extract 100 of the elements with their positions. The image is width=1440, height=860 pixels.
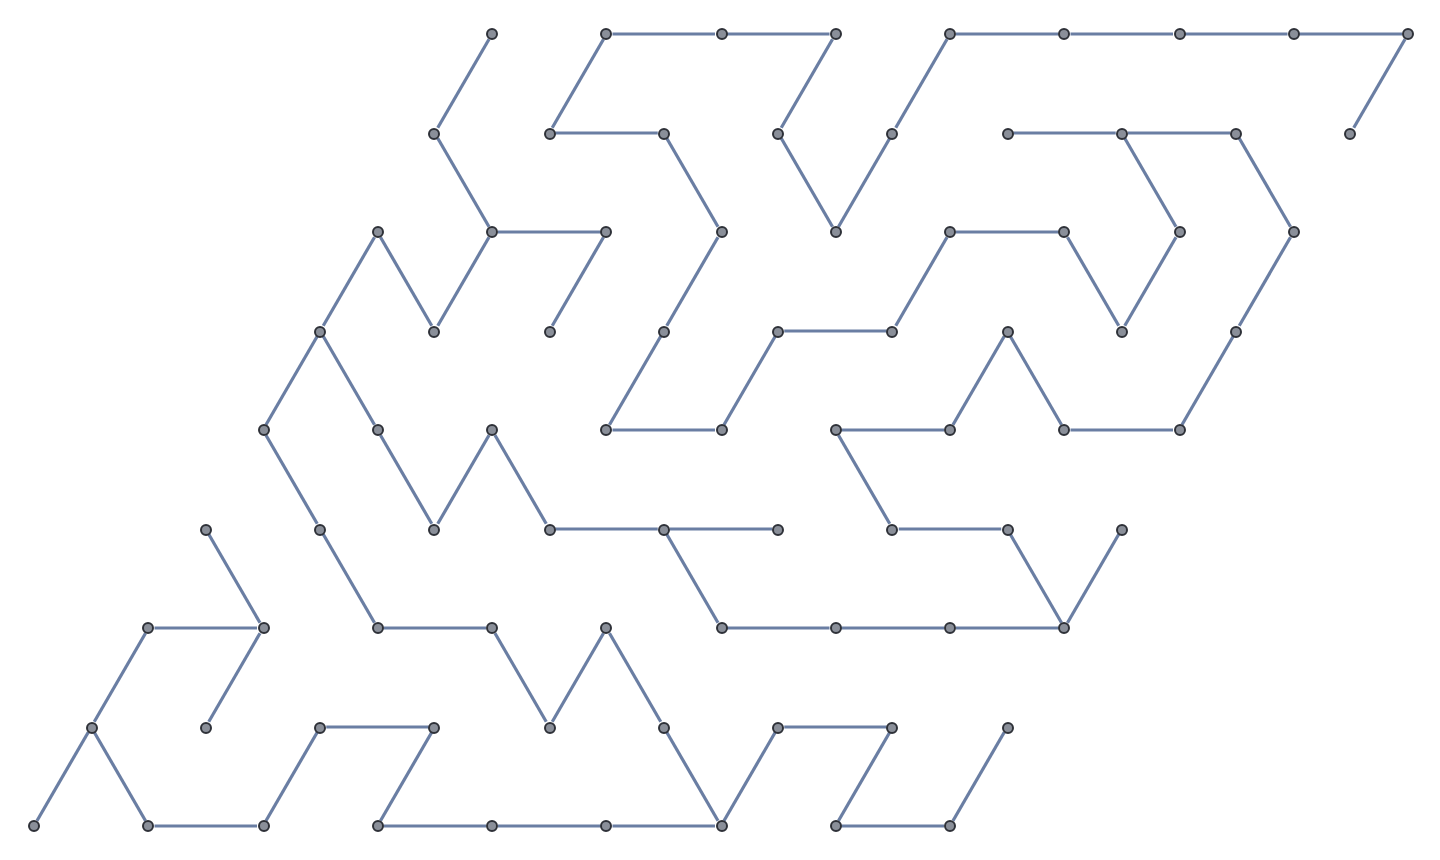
connector-line [665,236,720,327]
vertex-dot [829,226,842,238]
connector-line [1066,533,1121,624]
vertex-dot [600,820,613,832]
vertex-dot [600,424,613,436]
vertex-dot [199,721,212,733]
connector-line [493,434,548,525]
connector-line [612,428,715,432]
vertex-dot [486,226,498,238]
vertex-dot [1115,325,1128,337]
connector-line [784,725,887,729]
connector-line [493,632,548,723]
vertex-dot [428,523,441,535]
connector-line [379,434,434,525]
connector-line [841,428,944,432]
vertex-dot [257,424,269,436]
connector-line [956,230,1059,234]
vertex-dot [314,721,327,733]
vertex-dot [1001,523,1014,535]
vertex-dot [142,820,155,832]
connector-line [436,137,491,228]
vertex-dot [1058,622,1071,634]
connector-line [1123,137,1178,228]
connector-line [555,131,658,135]
vertex-dot [657,127,670,139]
vertex-dot [486,28,498,40]
vertex-dot [829,820,842,832]
vertex-dot [715,820,727,832]
vertex-dot [944,622,956,634]
connector-line [1013,131,1116,135]
vertex-dot [886,127,899,139]
connector-line [264,731,319,822]
connector-line [608,632,663,723]
vertex-dot [600,226,613,238]
vertex-dot [543,721,556,733]
connector-line [951,731,1006,822]
vertex-dot [1344,127,1357,139]
vertex-dot [1058,226,1071,238]
connector-line [779,38,834,129]
connector-line [898,527,1002,531]
connector-line [608,335,663,426]
connector-line [1008,533,1063,624]
vertex-dot [1058,28,1071,40]
vertex-dot [886,325,899,337]
vertex-dot [944,820,956,832]
vertex-dot [1001,721,1014,733]
vertex-dot [543,325,556,337]
vertex-dot [715,622,727,634]
connector-line [841,626,944,630]
vertex-dot [829,28,842,40]
connector-line [665,533,720,624]
vertex-dot [1230,127,1243,139]
connector-line [321,236,376,327]
vertex-dot [1115,127,1128,139]
connector-line [326,725,429,729]
vertex-dot [715,424,727,436]
connector-line [555,527,658,531]
connector-line [612,824,715,828]
vertex-dot [886,523,899,535]
connector-line [321,533,376,624]
connector-line [612,32,715,36]
vertex-dot [600,622,613,634]
vertex-dot [314,325,327,337]
connector-line [894,236,949,327]
vertex-dot [944,226,956,238]
vertex-dot [486,424,498,436]
connector-line [894,38,949,129]
connector-line [665,731,720,822]
connector-line [92,632,147,723]
vertex-dot [829,622,842,634]
connector-line [665,137,720,228]
connector-line [207,632,262,723]
connector-line [956,32,1059,36]
connector-line [207,533,262,624]
vertex-dot [371,424,384,436]
connector-line [784,329,887,333]
vertex-dot [1287,226,1300,238]
connector-line [1066,236,1121,327]
vertex-dot [371,226,384,238]
connector-line [383,626,486,630]
vertex-dot [199,523,212,535]
connector-line [1299,32,1402,36]
connector-line [35,731,90,822]
vertex-dot [715,226,727,238]
vertex-dot [657,523,670,535]
vertex-dot [600,28,613,40]
connector-line [951,335,1006,426]
connector-line [264,434,319,525]
vertex-dot [543,127,556,139]
connector-line [498,230,601,234]
vertex-dot [1115,523,1128,535]
vertex-dot [1402,28,1414,40]
vertex-dot [371,820,384,832]
vertex-dot [1001,127,1014,139]
vertex-dot [944,28,956,40]
connector-line [321,335,376,426]
connector-line [779,137,834,228]
connector-line [1352,38,1407,129]
connector-line [837,434,892,525]
vertex-dot [1173,424,1185,436]
